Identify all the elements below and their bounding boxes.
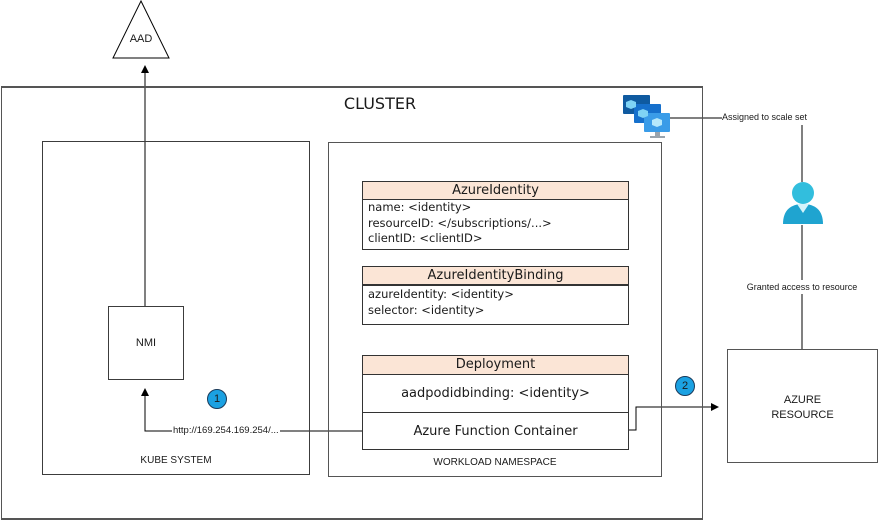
container-to-resource-arrow [629,403,719,431]
azure-function-container: Azure Function Container [413,424,578,439]
azure-resource-line1: AZURE [783,394,822,406]
azure-identity-client-id: clientID: <clientID> [368,231,483,245]
kube-system-label: KUBE SYSTEM [140,455,212,466]
aad-triangle [112,0,170,59]
endpoint-label: http://169.254.169.254/... [172,425,280,436]
nmi-label: NMI [135,337,157,349]
deployment-title: Deployment [363,356,628,375]
user-identity-icon [783,182,823,224]
azure-identity-binding-identity: azureIdentity: <identity> [368,287,514,301]
workload-namespace-container [328,142,662,477]
azure-resource-line2: RESOURCE [771,409,834,421]
azure-identity-binding-selector: selector: <identity> [368,302,485,317]
aad-label: AAD [129,33,153,45]
azure-identity-name: name: <identity> [368,200,472,214]
scale-set-label: Assigned to scale set [722,112,808,122]
granted-access-label: Granted access to resource [742,282,862,292]
azure-resource-label: AZURE RESOURCE [727,393,878,423]
vm-scale-set-icon [623,95,670,138]
azure-identity-binding-title: AzureIdentityBinding [363,267,628,286]
deployment-binding: aadpodidbinding: <identity> [363,375,628,413]
container-to-nmi-arrow [141,388,362,432]
cluster-title: CLUSTER [343,94,417,113]
step-badge-2: 2 [675,376,695,396]
azure-identity-title: AzureIdentity [363,182,628,200]
deployment-card: Deployment aadpodidbinding: <identity> A… [362,355,629,450]
azure-resource-box [727,349,878,463]
kube-system-container [42,141,310,475]
azure-identity-binding-card: AzureIdentityBinding azureIdentity: <ide… [362,266,629,325]
azure-identity-card: AzureIdentity name: <identity> resourceI… [362,181,629,250]
azure-identity-resource-id: resourceID: </subscriptions/...> [368,215,552,230]
step-badge-1: 1 [207,389,227,409]
nmi-box [108,306,184,380]
workload-namespace-label: WORKLOAD NAMESPACE [433,457,557,468]
cluster-container [1,86,703,520]
